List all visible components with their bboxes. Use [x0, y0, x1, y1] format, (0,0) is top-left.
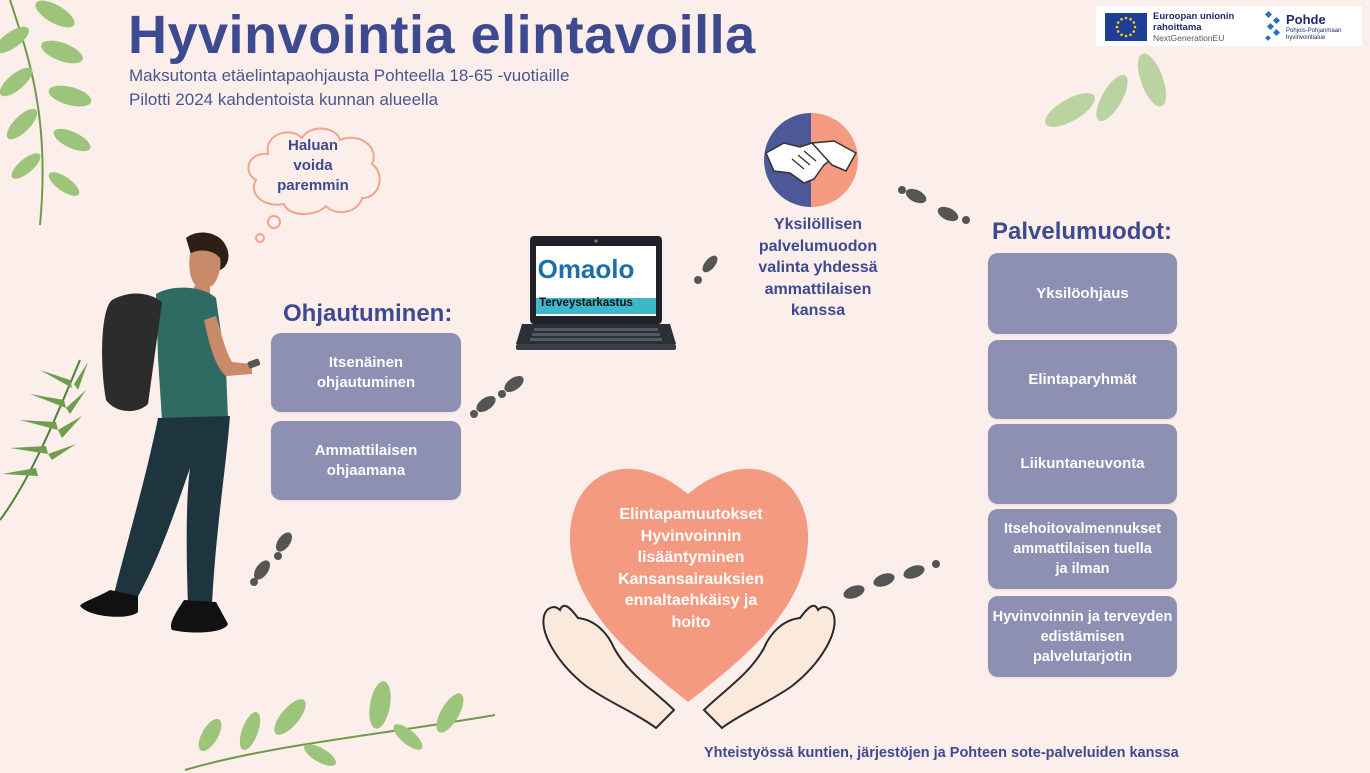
service-card-individual: Yksilöohjaus: [988, 253, 1177, 334]
footprints-icon: [694, 255, 718, 284]
footprints-icon: [470, 376, 524, 418]
laptop-screen-label: Terveystarkastus: [539, 297, 633, 309]
guidance-heading: Ohjautuminen:: [283, 300, 453, 327]
footprints-icon: [250, 532, 292, 586]
thought-line-1: Haluan: [287, 137, 338, 154]
eu-funding-text: Euroopan unionin rahoittama NextGenerati…: [1153, 11, 1235, 44]
service-card-3-line-1: Liikuntaneuvonta: [1020, 455, 1145, 472]
heart-line-6: hoito: [671, 613, 711, 631]
service-card-offerings: Hyvinvoinnin ja terveyden edistämisen pa…: [988, 596, 1177, 677]
thought-bubble-shape: [247, 127, 381, 243]
selection-line-3: valinta yhdessä: [758, 259, 878, 276]
selection-line-1: Yksilöllisen: [773, 216, 863, 233]
leaf-branch-top-right-decoration: [1045, 53, 1167, 127]
service-card-1-line-1: Yksilöohjaus: [1036, 284, 1129, 302]
selection-line-5: kanssa: [790, 302, 846, 319]
service-card-groups: Elintaparyhmät: [988, 340, 1177, 419]
selection-line-4: ammattilaisen: [764, 280, 872, 298]
eu-text-line-3: NextGenerationEU: [1153, 33, 1225, 43]
leaf-branch-top-left-decoration: [0, 0, 92, 226]
omaolo-brand: Omaolo: [537, 254, 635, 284]
services-heading: Palvelumuodot:: [992, 218, 1173, 245]
guidance-card-2-line-2: ohjaamana: [326, 461, 406, 479]
eu-flag-icon: [1105, 13, 1147, 41]
eu-text-line-2: rahoittama: [1153, 22, 1202, 33]
walking-person-illustration: [80, 232, 261, 633]
service-card-5-line-2: edistämisen: [1040, 628, 1125, 645]
heart-with-hands-illustration: [542, 468, 836, 730]
funding-logos: Euroopan unionin rahoittama NextGenerati…: [1096, 6, 1362, 46]
guidance-card-2-line-1: Ammattilaisen: [314, 441, 418, 459]
footprints-icon: [898, 186, 970, 224]
handshake-icon: [764, 113, 858, 207]
guidance-card-1-line-1: Itsenäinen: [328, 353, 404, 371]
heart-line-1: Elintapamuutokset: [619, 506, 763, 523]
heart-line-3: lisääntyminen: [637, 549, 745, 566]
eu-text-line-1: Euroopan unionin: [1153, 11, 1235, 22]
service-card-5-line-1: Hyvinvoinnin ja terveyden: [992, 608, 1173, 625]
pohde-name: Pohde: [1286, 12, 1326, 27]
footprints-icon: [843, 560, 940, 599]
footer-text: Yhteistyössä kuntien, järjestöjen ja Poh…: [704, 745, 1179, 761]
thought-bubble-text: Haluan voida paremmin: [277, 136, 349, 196]
guidance-card-independent: Itsenäinen ohjautuminen: [271, 333, 461, 412]
thought-line-2: voida: [293, 157, 333, 174]
heart-line-5: ennaltaehkäisy ja: [624, 592, 758, 609]
laptop-omaolo: Omaolo Terveystarkastus: [516, 236, 676, 354]
service-card-4-line-1: Itsehoitovalmennukset: [1003, 521, 1162, 537]
selection-line-2: palvelumuodon: [758, 237, 878, 255]
heart-line-2: Hyvinvoinnin: [640, 527, 742, 545]
pohde-logo-icon: [1264, 10, 1281, 41]
heart-line-4: Kansansairauksien: [618, 570, 764, 588]
service-card-self-care: Itsehoitovalmennukset ammattilaisen tuel…: [988, 509, 1177, 589]
thought-line-3: paremmin: [277, 177, 349, 194]
guidance-card-1-line-2: ohjautuminen: [316, 373, 416, 391]
heart-text: Elintapamuutokset Hyvinvoinnin lisääntym…: [598, 504, 784, 633]
laptop-icon: [516, 236, 676, 350]
pohde-sub-line-2: hyvinvointialue: [1286, 35, 1326, 41]
service-card-5-line-3: palvelutarjotin: [1032, 648, 1133, 665]
service-selection-text: Yksilöllisen palvelumuodon valinta yhdes…: [748, 214, 888, 322]
leaf-branch-bottom-decoration: [184, 681, 496, 771]
subtitle-line-1: Maksutonta etäelintapaohjausta Pohteella…: [129, 66, 570, 85]
subtitle-line-2: Pilotti 2024 kahdentoista kunnan alueell…: [129, 90, 439, 109]
pohde-subtitle: Pohjois-Pohjanmaan hyvinvointialue: [1286, 28, 1341, 42]
thought-bubble: Haluan voida paremmin: [244, 126, 382, 206]
guidance-card-professional: Ammattilaisen ohjaamana: [271, 421, 461, 500]
service-card-4-line-2: ammattilaisen tuella: [1013, 541, 1152, 557]
service-card-2-line-1: Elintaparyhmät: [1028, 370, 1137, 388]
service-card-exercise: Liikuntaneuvonta: [988, 424, 1177, 504]
service-card-4-line-3: ja ilman: [1055, 561, 1110, 577]
page-title: Hyvinvointia elintavoilla: [128, 5, 756, 65]
pohde-sub-line-1: Pohjois-Pohjanmaan: [1286, 28, 1342, 34]
palm-leaf-left-decoration: [0, 359, 88, 521]
